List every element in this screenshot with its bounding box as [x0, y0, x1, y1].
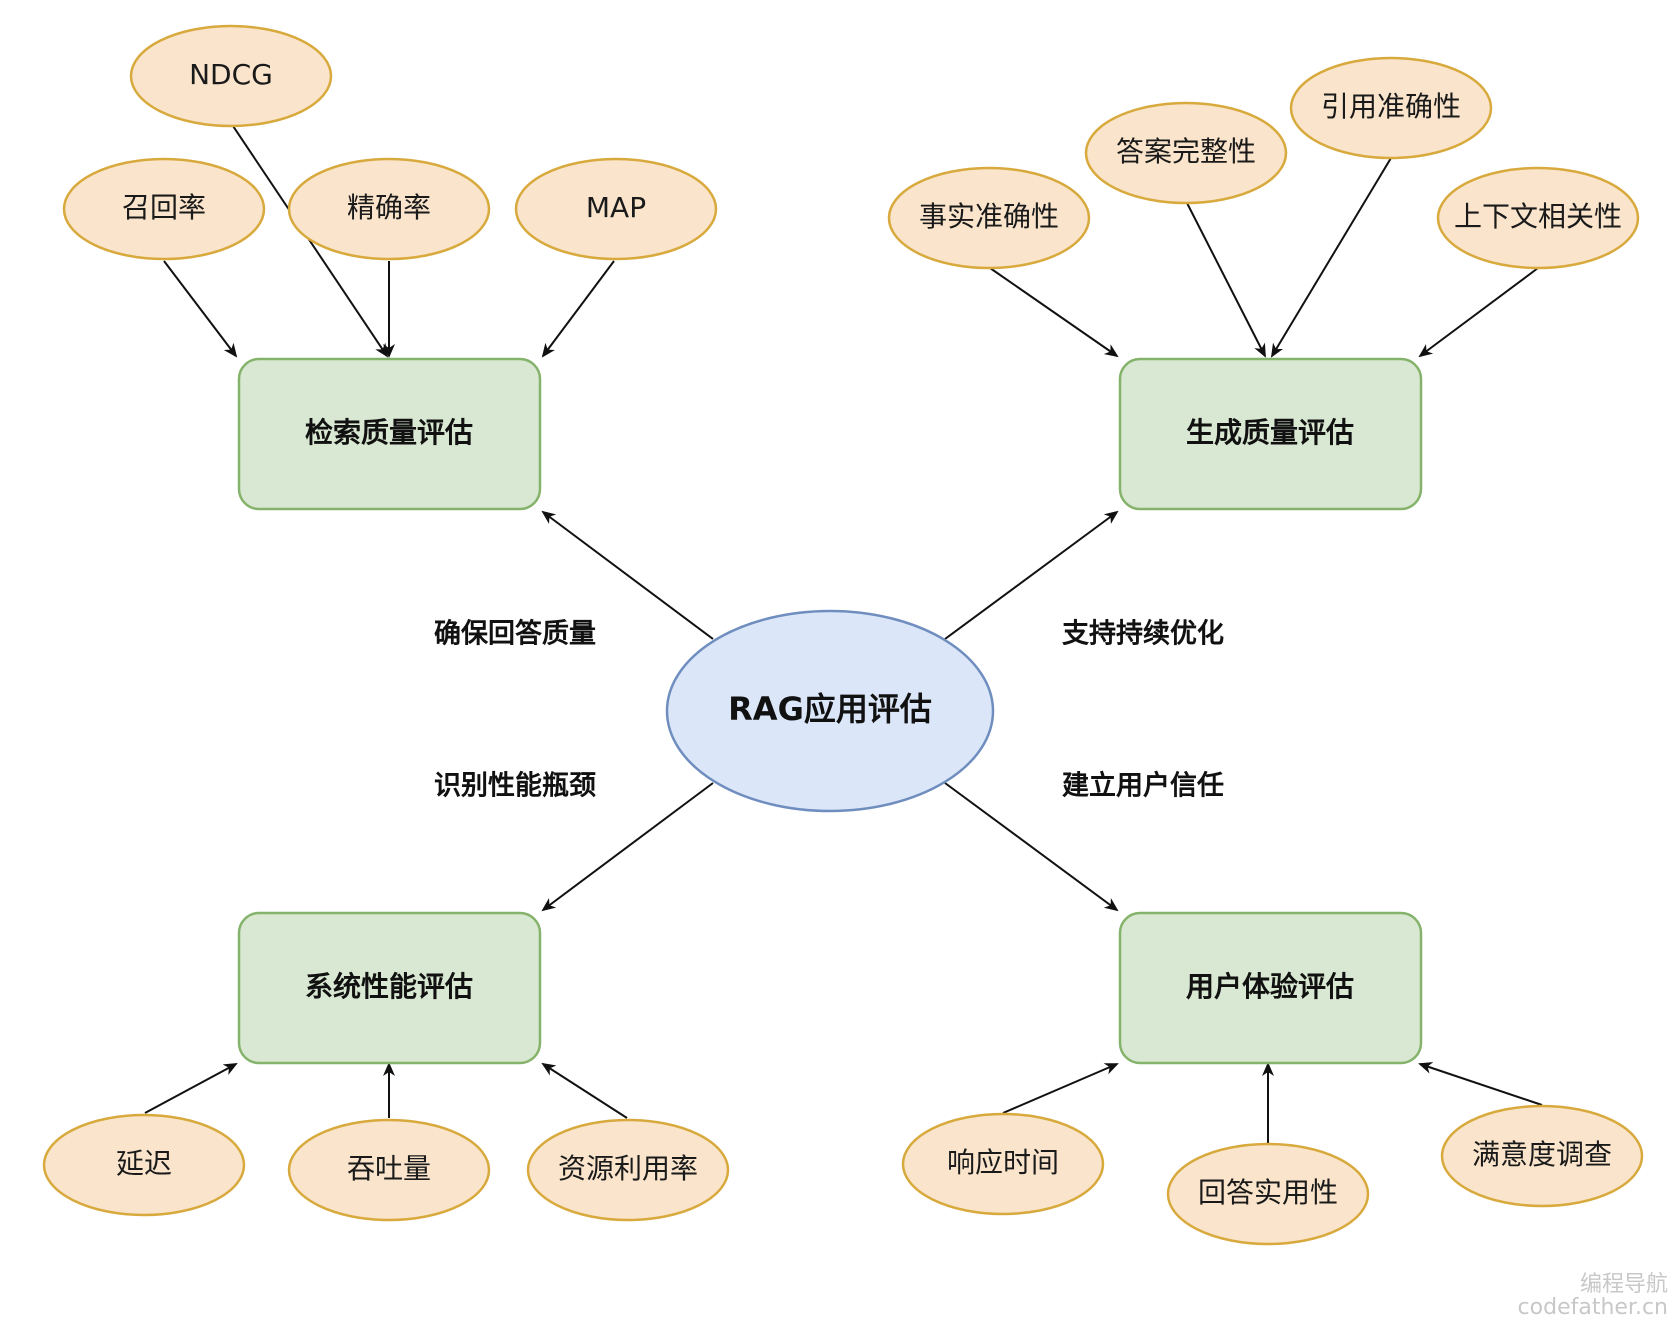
metric-satisfaction-label: 满意度调查 — [1472, 1138, 1612, 1171]
metric-response-time-ellipse — [901, 1112, 1105, 1216]
metric-latency: 延迟 — [42, 1113, 246, 1217]
category-ux-box — [1118, 911, 1423, 1065]
edge-completeness-to-generation — [1186, 202, 1266, 358]
metric-precision: 精确率 — [287, 157, 491, 261]
edges — [144, 125, 1543, 1143]
metric-citation-ellipse — [1289, 56, 1493, 160]
edge-center-to-system — [541, 782, 714, 912]
edge-citation-to-generation — [1270, 157, 1392, 358]
edge-context-to-generation — [1418, 267, 1539, 358]
metric-recall-label: 召回率 — [122, 191, 206, 224]
metric-map-ellipse — [514, 157, 718, 261]
category-system-label: 系统性能评估 — [305, 970, 473, 1003]
metric-ndcg-ellipse — [129, 24, 333, 128]
center-node: RAG应用评估 — [665, 609, 995, 813]
center-label: RAG应用评估 — [728, 690, 932, 728]
edge-label-retrieval: 确保回答质量 — [434, 618, 596, 650]
metric-map: MAP — [514, 157, 718, 261]
category-generation-box — [1118, 357, 1423, 511]
metric-satisfaction: 满意度调查 — [1440, 1104, 1644, 1208]
metric-response-time: 响应时间 — [901, 1112, 1105, 1216]
metric-factual-ellipse — [887, 166, 1091, 270]
metric-resource: 资源利用率 — [526, 1118, 730, 1222]
metric-factual-label: 事实准确性 — [919, 200, 1059, 233]
metric-latency-label: 延迟 — [116, 1147, 172, 1180]
category-generation: 生成质量评估 — [1118, 357, 1423, 511]
metric-throughput: 吞吐量 — [287, 1118, 491, 1222]
metric-context-ellipse — [1436, 166, 1640, 270]
metric-completeness: 答案完整性 — [1084, 101, 1288, 205]
metric-usefulness-label: 回答实用性 — [1198, 1176, 1338, 1209]
metric-completeness-label: 答案完整性 — [1116, 135, 1256, 168]
edge-label-generation: 支持持续优化 — [1062, 619, 1224, 650]
category-retrieval-label: 检索质量评估 — [305, 416, 473, 449]
edge-resource-to-system — [541, 1062, 628, 1119]
metric-resource-label: 资源利用率 — [558, 1152, 698, 1185]
metric-recall-ellipse — [62, 157, 266, 261]
watermark-site: codefather.cn — [1517, 1295, 1668, 1320]
category-generation-label: 生成质量评估 — [1186, 416, 1354, 449]
edge-center-to-ux — [944, 782, 1119, 912]
category-ux: 用户体验评估 — [1118, 911, 1423, 1065]
edge-factual-to-generation — [989, 267, 1119, 358]
category-ux-label: 用户体验评估 — [1186, 970, 1354, 1003]
category-retrieval-box — [237, 357, 542, 511]
metric-usefulness: 回答实用性 — [1166, 1142, 1370, 1246]
edge-recall-to-retrieval — [163, 260, 238, 358]
metric-factual: 事实准确性 — [887, 166, 1091, 270]
metric-satisfaction-ellipse — [1440, 1104, 1644, 1208]
metric-ndcg: NDCG — [129, 24, 333, 128]
category-system: 系统性能评估 — [237, 911, 542, 1065]
metric-precision-ellipse — [287, 157, 491, 261]
metric-resource-ellipse — [526, 1118, 730, 1222]
edge-center-to-retrieval — [541, 510, 714, 640]
metric-ndcg-label: NDCG — [189, 58, 273, 91]
metric-usefulness-ellipse — [1166, 1142, 1370, 1246]
metric-context-label: 上下文相关性 — [1454, 200, 1622, 233]
edge-label-ux: 建立用户信任 — [1062, 770, 1224, 802]
metric-throughput-ellipse — [287, 1118, 491, 1222]
metric-citation: 引用准确性 — [1289, 56, 1493, 160]
category-retrieval: 检索质量评估 — [237, 357, 542, 511]
metric-throughput-label: 吞吐量 — [347, 1152, 431, 1185]
metric-response-time-label: 响应时间 — [947, 1146, 1059, 1179]
metric-map-label: MAP — [586, 191, 646, 224]
metric-completeness-ellipse — [1084, 101, 1288, 205]
metric-context: 上下文相关性 — [1436, 166, 1640, 270]
metric-precision-label: 精确率 — [347, 191, 431, 224]
metric-latency-ellipse — [42, 1113, 246, 1217]
category-system-box — [237, 911, 542, 1065]
metric-citation-label: 引用准确性 — [1321, 90, 1461, 123]
metric-recall: 召回率 — [62, 157, 266, 261]
edge-center-to-generation — [944, 510, 1119, 640]
edge-label-system: 识别性能瓶颈 — [434, 770, 596, 802]
edge-response-time-to-ux — [1002, 1063, 1119, 1114]
center-ellipse — [665, 609, 995, 813]
edge-satisfaction-to-ux — [1418, 1062, 1543, 1106]
watermark-title: 编程导航 — [1579, 1272, 1668, 1297]
edge-latency-to-system — [144, 1063, 238, 1114]
edge-map-to-retrieval — [541, 260, 615, 358]
